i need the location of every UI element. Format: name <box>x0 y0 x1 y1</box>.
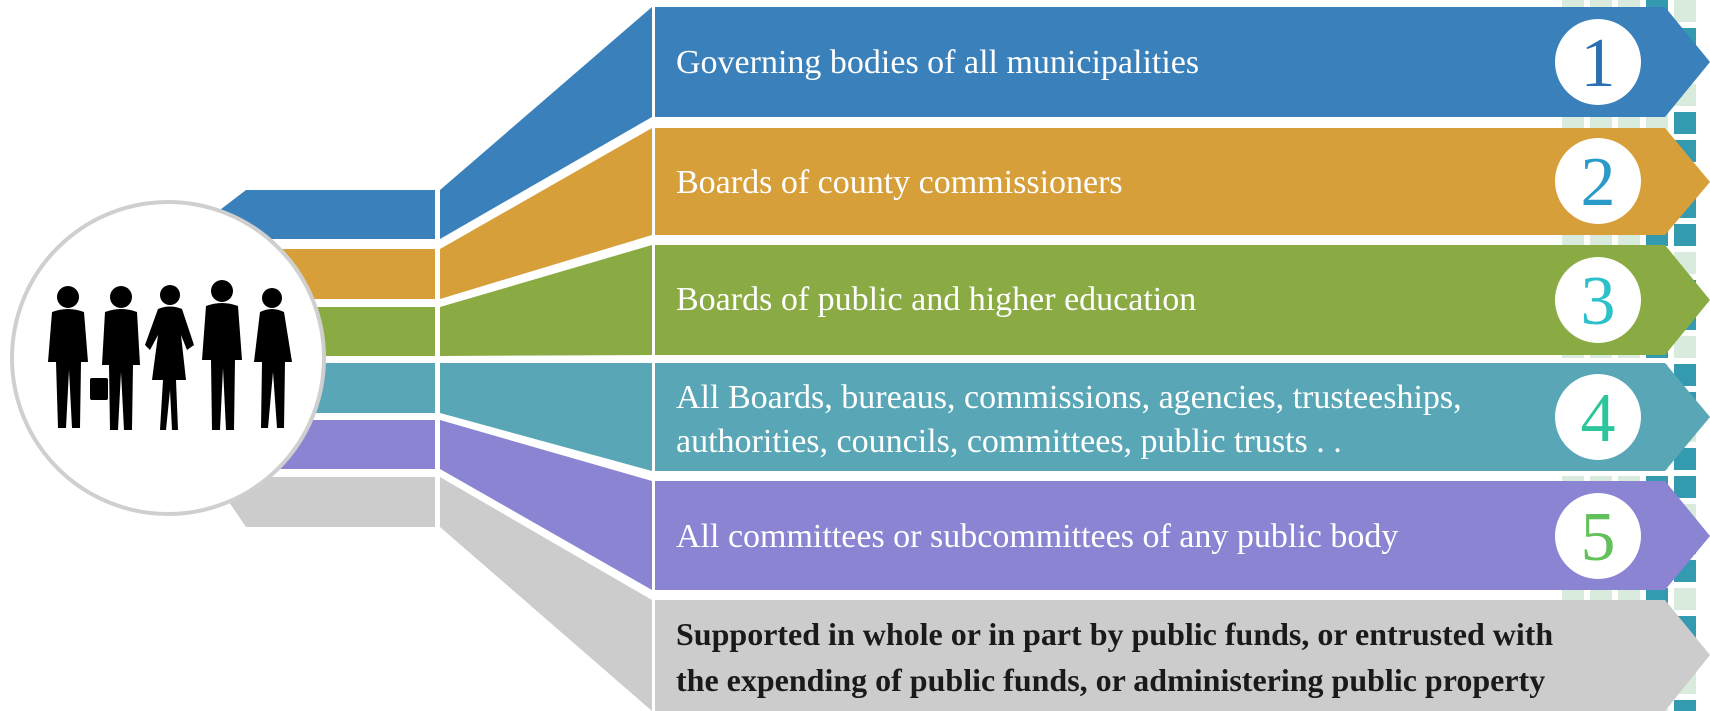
number-badge-3: 3 <box>1555 257 1641 343</box>
decor-tile <box>1674 476 1696 498</box>
item-1-label: Governing bodies of all municipalities <box>676 44 1200 81</box>
connector-6 <box>440 477 652 711</box>
connector-3 <box>440 245 652 356</box>
decor-tile <box>1674 224 1696 246</box>
number-badge-5: 5 <box>1555 493 1641 579</box>
band-5[interactable] <box>655 481 1710 590</box>
item-4-label-line-1: All Boards, bureaus, commissions, agenci… <box>676 379 1462 416</box>
decor-tile <box>1674 0 1696 22</box>
item-5-label: All committees or subcommittees of any p… <box>676 518 1399 555</box>
band-6[interactable] <box>655 600 1710 711</box>
decor-tile <box>1674 112 1696 134</box>
band-3[interactable] <box>655 245 1710 355</box>
footer-label-line-1: Supported in whole or in part by public … <box>676 616 1554 652</box>
connector-2 <box>440 128 652 299</box>
connector-1 <box>440 7 652 239</box>
connector-4 <box>440 363 652 471</box>
item-4-label-line-2: authorities, councils, committees, publi… <box>676 423 1342 460</box>
left-bar-6 <box>212 477 435 527</box>
number-badge-4: 4 <box>1555 374 1641 460</box>
footer-label: Supported in whole or in part by public … <box>676 611 1666 703</box>
number-badge-1: 1 <box>1555 19 1641 105</box>
footer-label-line-2: the expending of public funds, or admini… <box>676 662 1546 698</box>
decor-tile <box>1674 588 1696 610</box>
item-3-label: Boards of public and higher education <box>676 281 1197 318</box>
number-badge-2: 2 <box>1555 138 1641 224</box>
band-4[interactable] <box>655 363 1710 471</box>
connector-5 <box>440 420 652 590</box>
decor-tile <box>1674 700 1696 711</box>
band-1[interactable] <box>655 7 1710 117</box>
business-people-silhouette-icon <box>48 280 292 430</box>
item-4-label: All Boards, bureaus, commissions, agenci… <box>676 376 1496 464</box>
left-bar-1 <box>212 190 435 239</box>
item-2-label: Boards of county commissioners <box>676 164 1123 201</box>
band-2[interactable] <box>655 128 1710 235</box>
decor-tile <box>1674 336 1696 358</box>
